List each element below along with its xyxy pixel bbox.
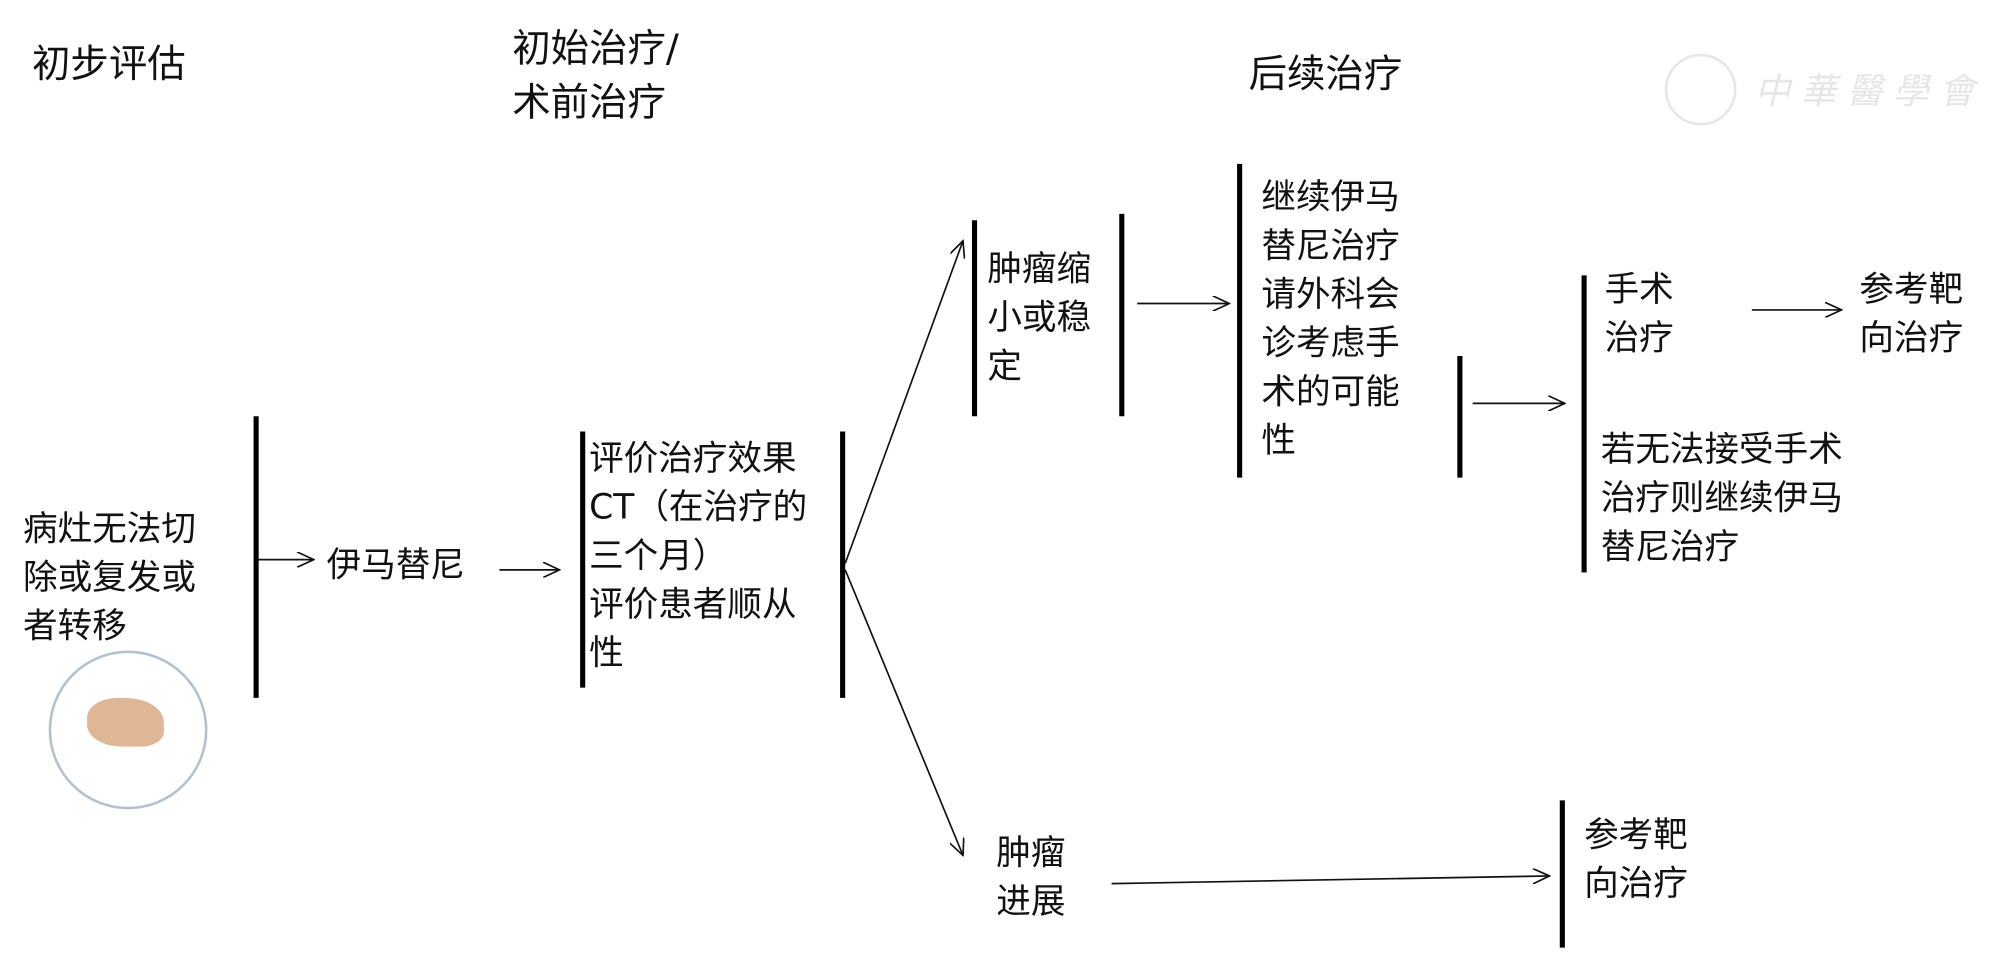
node-line: 者转移 [23,607,127,647]
header-line: 术前治疗 [512,80,666,126]
node-line: 治疗 [1604,318,1674,359]
arrow [844,569,963,856]
node-line: 小或稳 [987,298,1092,339]
node-targeted-after-surgery: 参考靶 向治疗 [1859,266,1963,363]
node-line: 病灶无法切 [23,509,196,550]
node-line: 肿瘤缩 [987,249,1092,290]
node-no-surgery: 若无法接受手术 治疗则继续伊马 替尼治疗 [1601,426,1843,572]
seal-stamp-icon [48,650,208,810]
header-line: 初始治疗/ [512,26,679,72]
node-line: 手术 [1604,270,1674,310]
node-line: 性 [1261,421,1296,462]
watermark-logo: 中華醫學會 [1664,53,1985,126]
node-line: 诊考虑手 [1261,323,1400,364]
node-line: 替尼治疗 [1600,527,1740,568]
header-initial-treatment: 初始治疗/ 术前治疗 [512,23,679,131]
arrow [844,241,963,564]
node-line: 向治疗 [1584,864,1688,905]
node-line: 参考靶 [1584,815,1688,856]
node-line: 评价治疗效果 [589,439,797,479]
node-line: 性 [589,633,624,674]
node-line: 参考靶 [1859,270,1964,310]
node-line: CT（在治疗的 [589,487,808,528]
watermark-text: 中華醫學會 [1754,70,1985,113]
node-evaluate: 评价治疗效果 CT（在治疗的 三个月） 评价患者顺从 性 [589,435,807,678]
node-line: 定 [987,347,1022,387]
node-line: 肿瘤 [996,833,1066,874]
node-condition: 病灶无法切 除或复发或 者转移 [23,506,196,652]
node-line: 除或复发或 [23,558,196,599]
arrow [1111,876,1550,885]
node-imatinib: 伊马替尼 [326,545,465,586]
header-initial-assessment: 初步评估 [32,42,186,88]
node-line: 治疗则继续伊马 [1600,478,1843,519]
node-shrink-stable: 肿瘤缩 小或稳 定 [987,246,1091,392]
node-line: 三个月） [589,536,728,577]
node-line: 请外科会 [1261,275,1400,316]
seal-icon [1664,53,1737,126]
node-surgery: 手术 治疗 [1605,266,1674,363]
node-line: 术的可能 [1261,372,1400,413]
node-line: 进展 [996,882,1066,923]
node-line: 继续伊马 [1261,178,1400,218]
node-line: 评价患者顺从 [589,585,797,625]
node-line: 若无法接受手术 [1600,430,1843,470]
node-continue-imatinib: 继续伊马 替尼治疗 请外科会 诊考虑手 术的可能 性 [1261,174,1399,466]
header-followup-treatment: 后续治疗 [1248,52,1403,98]
node-line: 向治疗 [1859,318,1964,359]
node-line: 替尼治疗 [1261,226,1400,267]
node-targeted-progression: 参考靶 向治疗 [1584,812,1688,909]
node-progression: 肿瘤 进展 [996,830,1065,927]
